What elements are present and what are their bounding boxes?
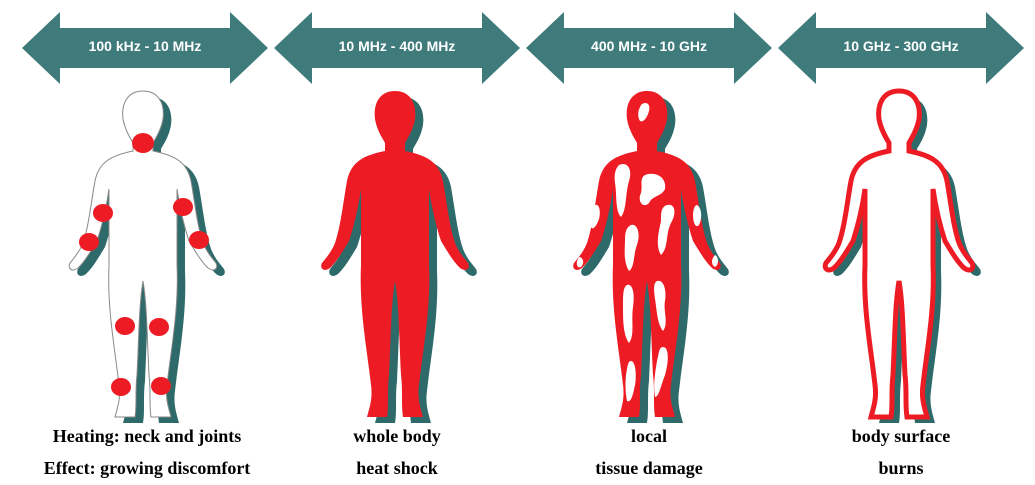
body-figure-patchy bbox=[557, 85, 737, 425]
caption-effect: tissue damage bbox=[524, 458, 774, 479]
caption-effect: Effect: growing discomfort bbox=[12, 458, 282, 479]
panel-local: 400 MHz - 10 GHz local tissue damage bbox=[524, 0, 774, 485]
caption-heating: local bbox=[524, 426, 774, 447]
body-figure-full bbox=[305, 85, 485, 425]
caption-heating: Heating: neck and joints bbox=[12, 426, 282, 447]
caption-effect: heat shock bbox=[272, 458, 522, 479]
caption-heating: whole body bbox=[272, 426, 522, 447]
range-label: 400 MHz - 10 GHz bbox=[524, 38, 774, 54]
range-label: 10 GHz - 300 GHz bbox=[776, 38, 1026, 54]
panel-surface: 10 GHz - 300 GHz body surface burns bbox=[776, 0, 1026, 485]
panel-low-frequency: 100 kHz - 10 MHz Heating: neck and joint… bbox=[20, 0, 270, 485]
body-figure-joints bbox=[53, 85, 233, 425]
panel-whole-body: 10 MHz - 400 MHz whole body heat shock bbox=[272, 0, 522, 485]
range-label: 100 kHz - 10 MHz bbox=[20, 38, 270, 54]
caption-effect: burns bbox=[776, 458, 1026, 479]
range-label: 10 MHz - 400 MHz bbox=[272, 38, 522, 54]
caption-heating: body surface bbox=[776, 426, 1026, 447]
body-figure-outline bbox=[809, 85, 989, 425]
